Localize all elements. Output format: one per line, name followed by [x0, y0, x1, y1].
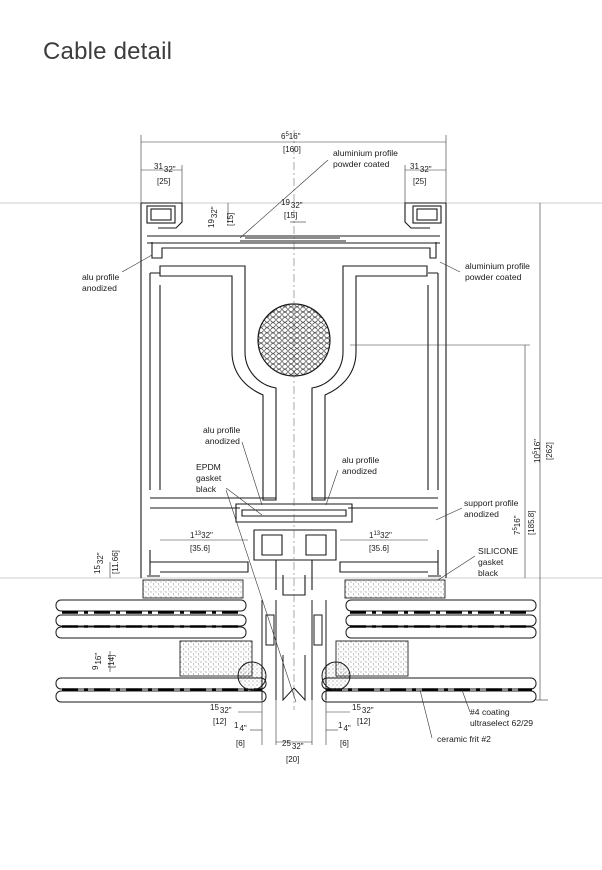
callout-epdm-1: EPDM: [196, 462, 221, 472]
interlayer-marks: [62, 611, 532, 691]
dim-right-gap-mm: [35.6]: [369, 544, 389, 553]
dim-glass-spacer-mm: [14]: [107, 655, 116, 668]
callout-support-2: anodized: [464, 509, 499, 519]
dim-quarter-left-mm: [6]: [236, 739, 245, 748]
dim-bottom-left: 1532": [210, 703, 232, 715]
callout-top-profile-1: aluminium profile: [333, 148, 398, 158]
leader-lines: [121, 159, 476, 739]
dim-right-flange: 3132": [410, 162, 432, 174]
callout-coating-1: #4 coating: [470, 707, 510, 717]
dim-left-flange-mm: [25]: [157, 177, 170, 186]
dim-right-gap: 11332": [369, 531, 392, 540]
callout-coating-2: ultraselect 62/29: [470, 718, 533, 728]
callout-right-profile-1: aluminium profile: [465, 261, 530, 271]
callout-inner-right-2: anodized: [342, 466, 377, 476]
dim-top-lip-small: 1932": [281, 198, 303, 210]
dim-center-gap: 2532": [282, 739, 304, 751]
callout-silicone-3: black: [478, 568, 499, 578]
reference-lines: [0, 202, 602, 579]
dim-quarter-right: 14": [338, 721, 351, 733]
dim-overall-width-mm: [160]: [283, 145, 301, 154]
dim-center-gap-mm: [20]: [286, 755, 299, 764]
page-title: Cable detail: [43, 38, 173, 65]
callout-inner-left-2: anodized: [205, 436, 240, 446]
dim-bottom-left-mm: [12]: [213, 717, 226, 726]
dim-overall-width: 6516": [281, 132, 301, 141]
dim-left-offset-mm: [11.66]: [111, 550, 120, 574]
callout-inner-left-1: alu profile: [203, 425, 240, 435]
dimension-labels: 6516" [160] 3132" [25] 3132" [25] 1932" …: [91, 132, 554, 764]
dim-bottom-right: 1532": [352, 703, 374, 715]
dim-left-gap: 11332": [190, 531, 213, 540]
callout-inner-right-1: alu profile: [342, 455, 379, 465]
callout-frit: ceramic frit #2: [437, 734, 491, 744]
dim-inner-height-mm: [185.8]: [527, 511, 536, 535]
dim-quarter-left: 14": [234, 721, 247, 733]
glass-lites: [55, 599, 537, 703]
dim-left-flange: 3132": [154, 162, 176, 174]
callout-right-profile-2: powder coated: [465, 272, 522, 282]
silicone-gasket-right: [344, 579, 446, 599]
dim-bottom-right-mm: [12]: [357, 717, 370, 726]
dim-glass-spacer: 916": [91, 653, 103, 670]
callout-left-profile-2: anodized: [82, 283, 117, 293]
dim-quarter-right-mm: [6]: [340, 739, 349, 748]
callout-epdm-3: black: [196, 484, 217, 494]
dim-overall-height: 10516": [533, 439, 542, 463]
callout-left-profile-1: alu profile: [82, 272, 119, 282]
main-profile: [140, 202, 447, 596]
dim-right-flange-mm: [25]: [413, 177, 426, 186]
callout-silicone-1: SILICONE: [478, 546, 518, 556]
callouts: aluminium profile powder coated aluminiu…: [82, 148, 533, 744]
callout-epdm-2: gasket: [196, 473, 222, 483]
silicone-gasket-left: [142, 579, 244, 599]
dim-top-lip-mm: [15]: [226, 213, 235, 226]
dim-inner-height: 7516": [513, 515, 522, 535]
dim-overall-height-mm: [262]: [545, 442, 554, 460]
callout-top-profile-2: powder coated: [333, 159, 390, 169]
dim-top-lip-small-mm: [15]: [284, 211, 297, 220]
dim-left-gap-mm: [35.6]: [190, 544, 210, 553]
dimension-lines: [109, 135, 548, 745]
callout-support-1: support profile: [464, 498, 519, 508]
dim-top-lip: 1932": [207, 206, 219, 228]
callout-silicone-2: gasket: [478, 557, 504, 567]
dim-left-offset: 1532": [93, 552, 105, 574]
